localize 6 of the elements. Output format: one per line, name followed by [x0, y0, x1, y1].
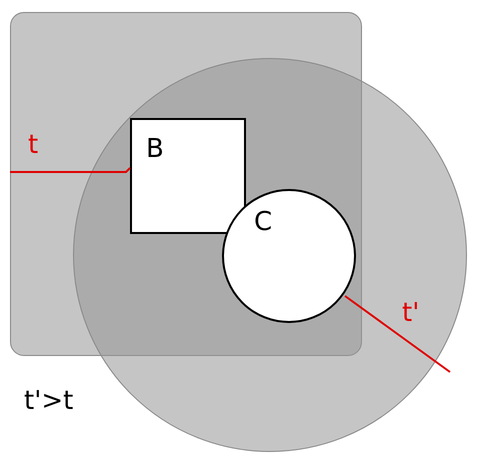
note-text: t'>t	[24, 388, 74, 414]
shape-label: B	[146, 136, 164, 162]
dimension-label: t'	[402, 300, 420, 326]
dimension-label: t	[28, 132, 38, 158]
shape-label: C	[254, 209, 272, 235]
square-region	[130, 118, 246, 234]
